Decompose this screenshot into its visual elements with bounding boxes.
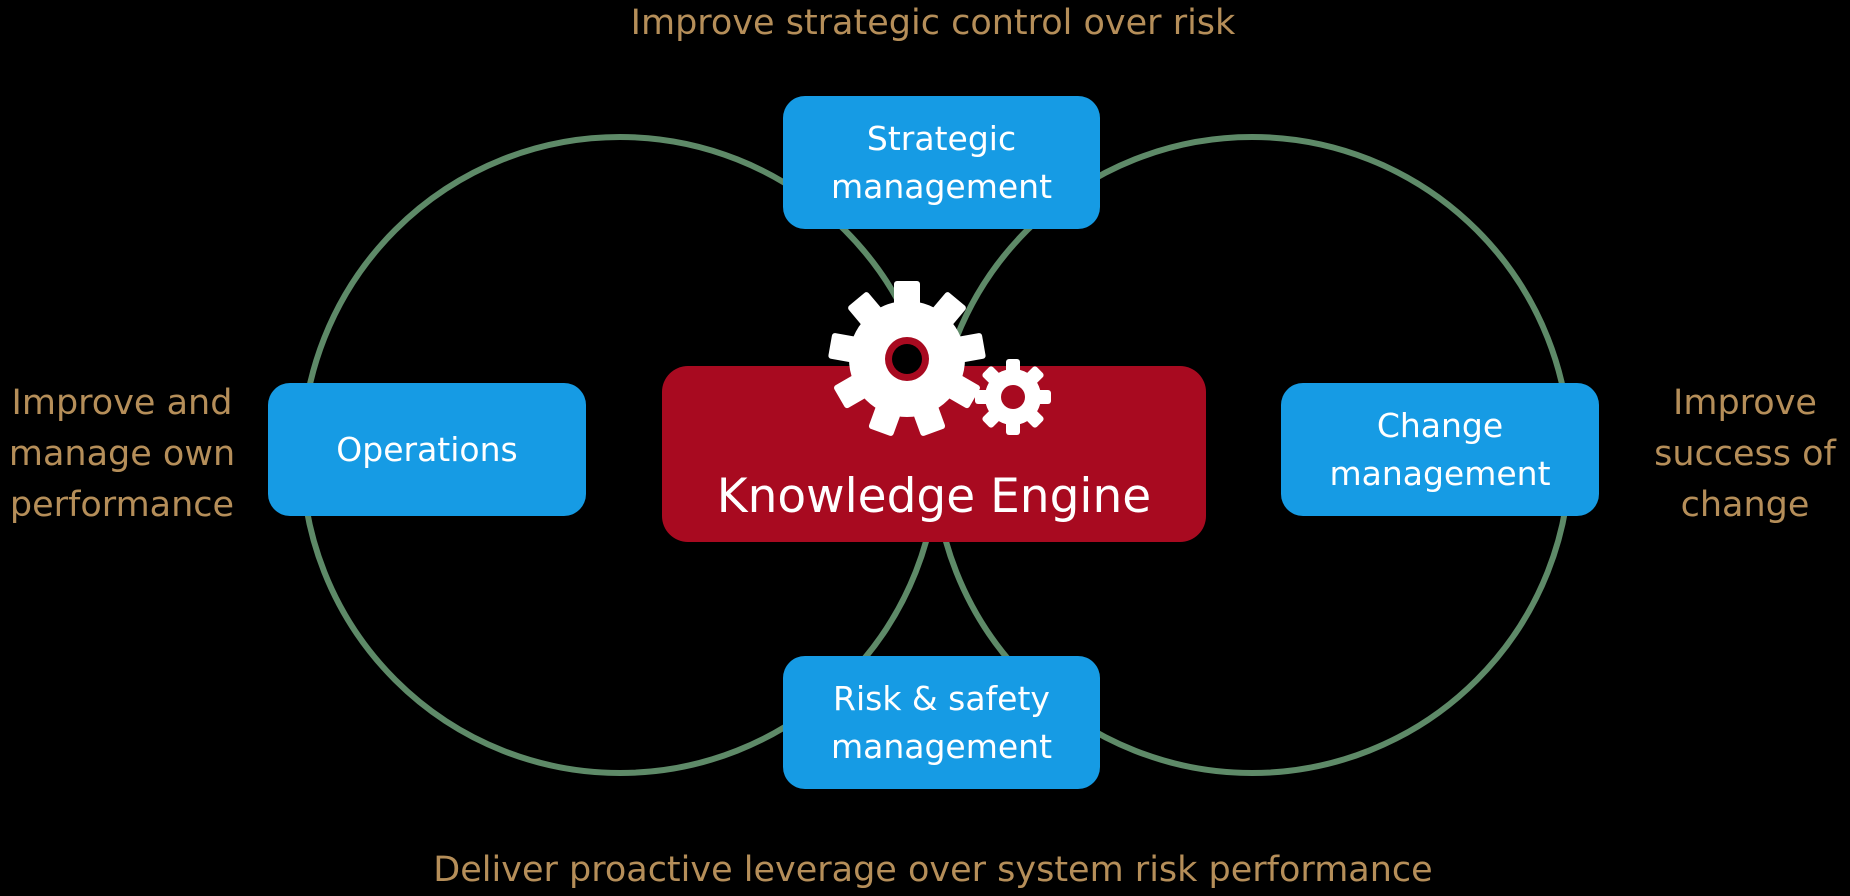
risk-safety-management-node: Risk & safety management [783, 656, 1100, 789]
right-goal-line: Improve [1673, 383, 1817, 423]
left-goal-line: performance [9, 485, 235, 525]
right-goal-label: Improve success of change [1650, 378, 1840, 531]
knowledge-engine-title: Knowledge Engine [716, 469, 1152, 524]
right-goal-line: success of [1654, 434, 1836, 474]
change-management-node: Change management [1281, 383, 1599, 516]
node-label-line: management [830, 726, 1053, 766]
right-goal-line: change [1680, 485, 1810, 525]
left-goal-label: Improve and manage own performance [0, 378, 244, 531]
strategic-management-node: Strategic management [783, 96, 1100, 229]
operations-node: Operations [268, 383, 586, 516]
bottom-goal-label: Deliver proactive leverage over system r… [433, 850, 1433, 890]
node-label-line: management [830, 166, 1053, 206]
node-label-line: management [1329, 453, 1551, 493]
large-gear-icon [828, 281, 986, 436]
left-goal-line: Improve and [11, 383, 233, 423]
left-goal-line: manage own [8, 434, 236, 474]
top-goal-label: Improve strategic control over risk [630, 3, 1236, 43]
small-gear-icon [975, 359, 1051, 435]
node-label-line: Operations [336, 429, 518, 469]
node-label-line: Risk & safety [833, 678, 1050, 718]
node-label-line: Change [1376, 405, 1504, 445]
node-label-line: Strategic [866, 118, 1017, 158]
